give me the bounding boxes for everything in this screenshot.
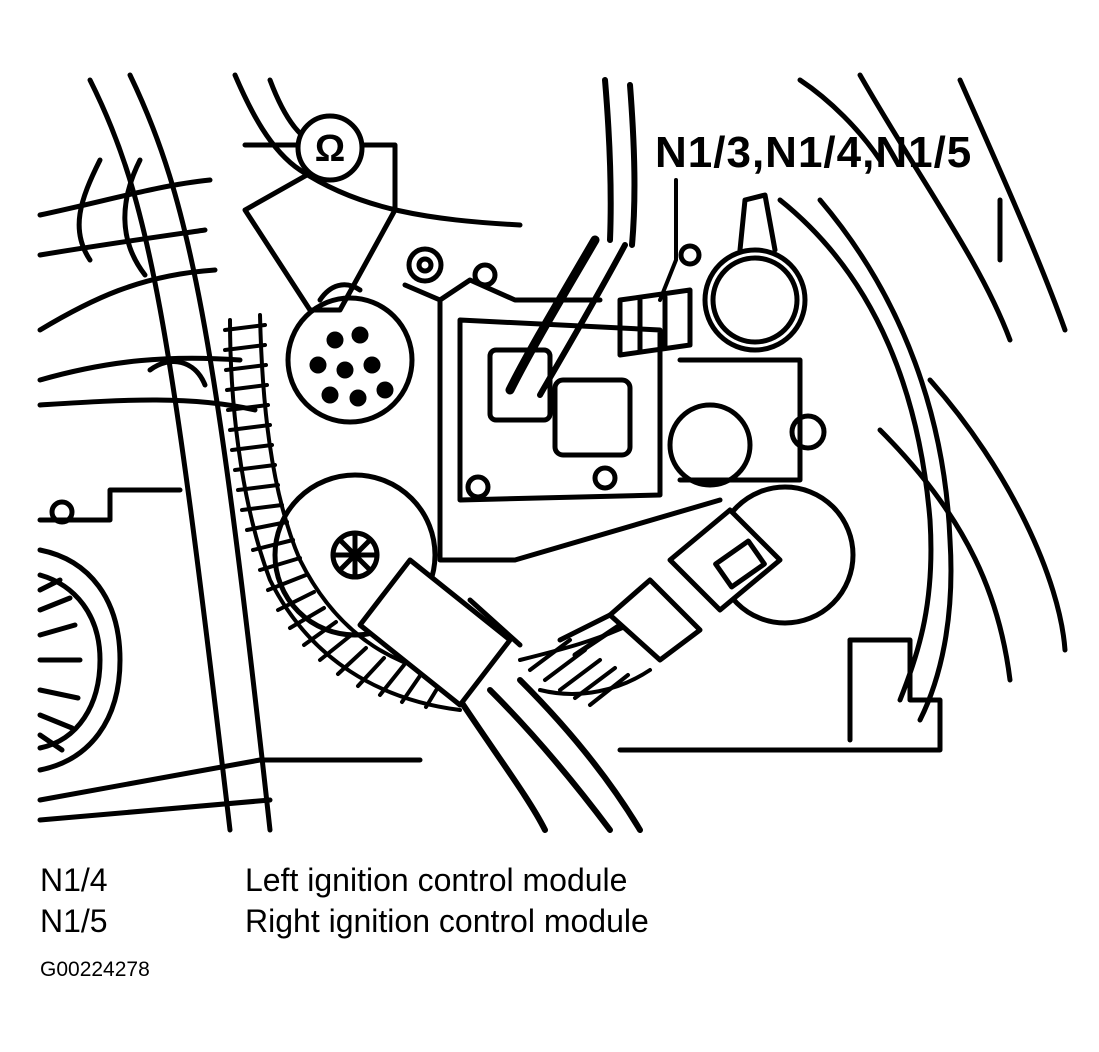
mounting-bolts [49,243,827,638]
spark-plug-connector-right [557,484,856,663]
spark-plug-connector-left [272,472,523,708]
legend-description: Right ignition control module [245,903,649,939]
ohmmeter-probe-icon [242,113,398,313]
gear-left-lower [37,547,123,773]
corrugated-hose [223,313,652,712]
ignition-module-bracket [402,277,723,563]
engine-component-illustration: Ω [37,72,1068,833]
housing-right-lines [617,72,1068,753]
ohm-symbol: Ω [315,128,345,170]
callout-label: N1/3,N1/4,N1/5 [655,128,973,177]
engine-casing-lines [37,72,523,833]
module-cylinders [667,192,808,488]
figure-id: G00224278 [40,958,150,981]
legend-description: Left ignition control module [245,862,628,898]
legend-row-n1-4: N1/4 Left ignition control module [40,862,627,899]
legend-code: N1/5 [40,903,108,939]
legend-row-n1-5: N1/5 Right ignition control module [40,903,649,940]
round-connector [285,282,415,425]
legend-code: N1/4 [40,862,108,898]
callout-leader-line [658,178,678,302]
